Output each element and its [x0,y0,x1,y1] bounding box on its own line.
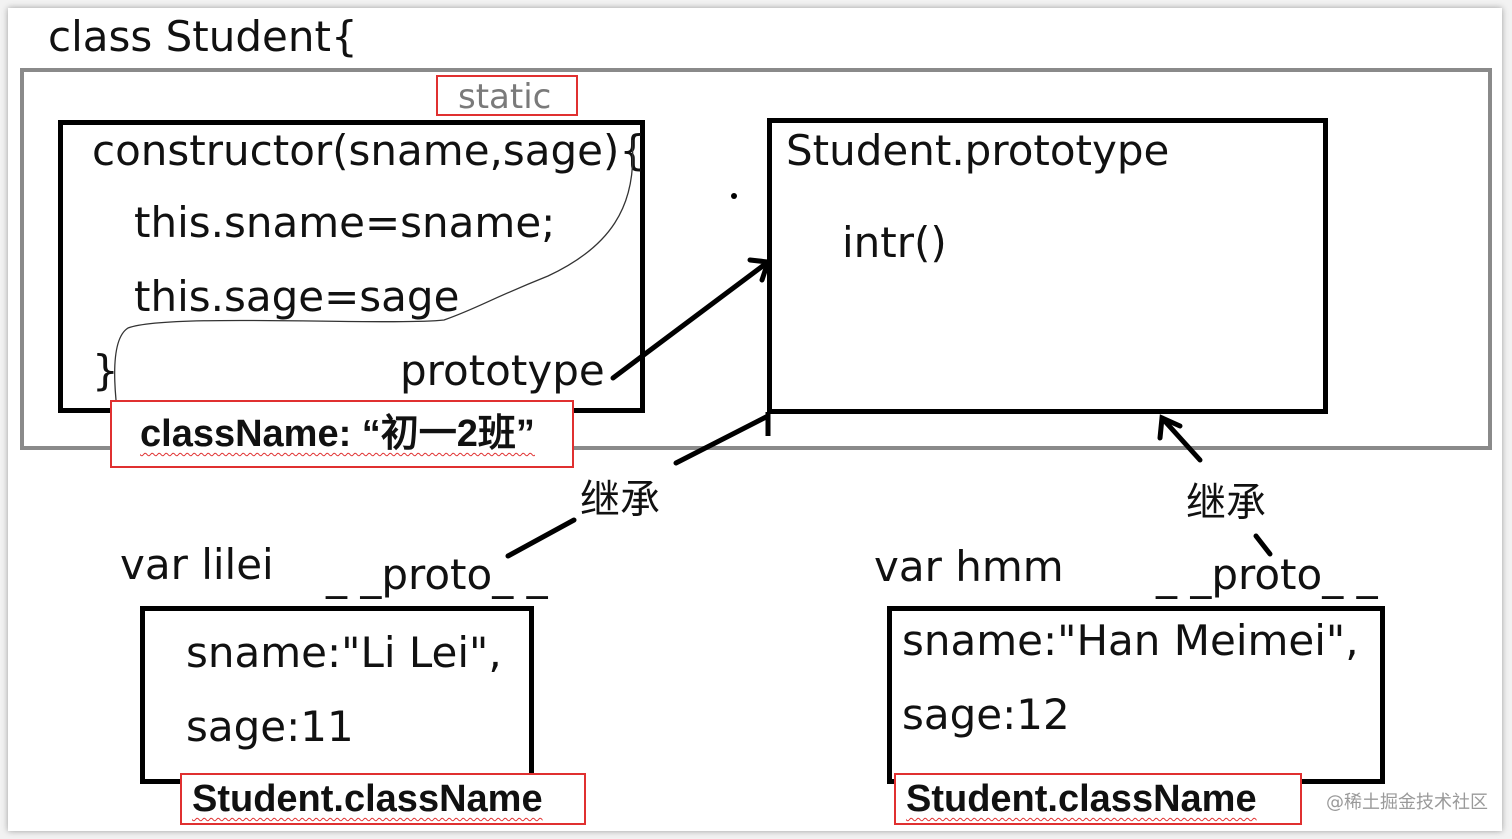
hmm-proto-line-upper [1159,415,1203,463]
hmm-sage: sage:12 [902,690,1070,739]
prototype-arrow-head [747,257,772,283]
lilei-var-label: var lilei [120,540,274,589]
diagram-canvas: class Student{ static constructor(sname,… [8,8,1502,831]
lilei-sname: sname:"Li Lei", [186,628,502,677]
constructor-line-2: this.sname=sname; [134,198,556,247]
stray-dot [731,193,737,199]
class-header: class Student{ [48,12,358,61]
hmm-proto-label: _ _proto_ _ [1156,550,1378,599]
prototype-method-intr: intr() [842,218,947,267]
hmm-static-access: Student.className [906,778,1257,820]
prototype-object-title: Student.prototype [786,126,1170,175]
hmm-static-access-box: Student.className [894,773,1302,825]
lilei-proto-label: _ _proto_ _ [326,550,548,599]
prototype-arrow-line [610,259,771,381]
hmm-var-label: var hmm [874,542,1064,591]
lilei-sage: sage:11 [186,702,354,751]
inherit-label-left: 继承 [580,477,660,523]
lilei-static-access-box: Student.className [180,773,586,825]
constructor-line-3: this.sage=sage [134,272,460,321]
prototype-object-box [767,118,1328,414]
lilei-static-access: Student.className [192,778,543,820]
static-property-text: className: “初一2班” [140,413,535,455]
inherit-label-right: 继承 [1186,480,1266,526]
prototype-property-label: prototype [400,346,605,395]
hmm-sname: sname:"Han Meimei", [902,616,1359,665]
hmm-proto-arrow-head [1157,414,1183,441]
lilei-proto-line-upper [673,413,771,466]
connector-lines [114,139,1273,559]
hand-drawn-curve [114,139,634,401]
static-keyword: static [458,77,552,117]
lilei-proto-line-lower [505,517,577,559]
watermark-text: @稀土掘金技术社区 [1326,792,1488,813]
hmm-proto-line-lower [1253,533,1273,557]
constructor-line-1: constructor(sname,sage){ [92,126,647,175]
static-keyword-box: static [436,75,578,116]
static-property-box: className: “初一2班” [110,400,574,468]
class-body-box [20,68,1492,450]
